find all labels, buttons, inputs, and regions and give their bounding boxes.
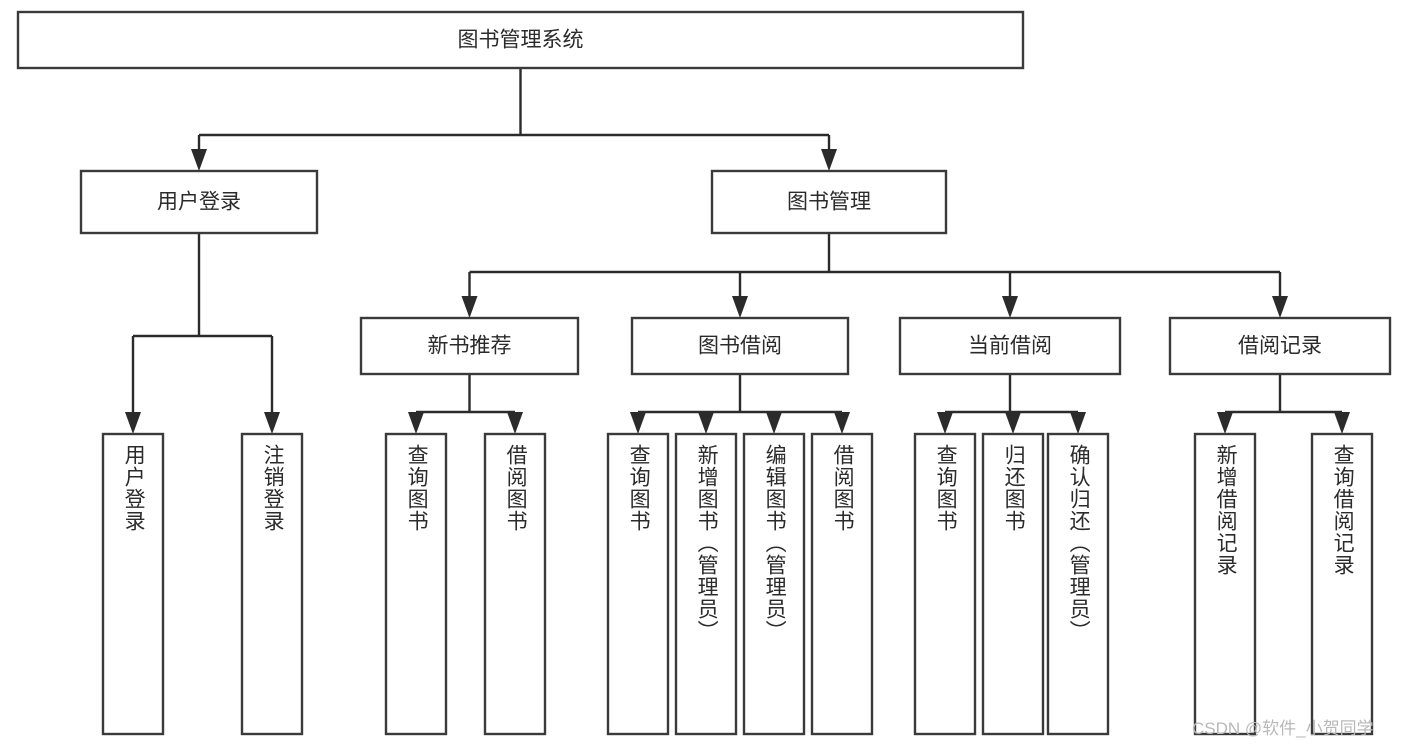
node-box-leaf-borrow-add-book[interactable] xyxy=(674,432,738,736)
arrow-head-icon xyxy=(834,412,850,434)
arrow-head-icon xyxy=(698,412,714,434)
node-box-leaf-borrow-query-book[interactable] xyxy=(606,432,670,736)
node-box-leaf-current-return-book[interactable] xyxy=(981,432,1045,736)
node-label-new-book-recommend: 新书推荐 xyxy=(428,335,512,358)
arrow-head-icon xyxy=(264,412,280,434)
node-box-leaf-current-confirm-return[interactable] xyxy=(1046,432,1110,736)
node-box-book-borrow[interactable] xyxy=(630,316,850,376)
node-box-user-login[interactable] xyxy=(79,169,319,235)
arrow-head-icon xyxy=(630,412,646,434)
node-box-leaf-current-query-book[interactable] xyxy=(913,432,977,736)
arrow-head-icon xyxy=(507,412,523,434)
arrow-head-icon xyxy=(408,412,424,434)
connectors-layer xyxy=(125,68,1350,434)
node-box-leaf-recommend-borrow-book[interactable] xyxy=(483,432,547,736)
node-box-leaf-user-login[interactable] xyxy=(101,432,165,736)
arrow-head-icon xyxy=(1070,412,1086,434)
arrow-head-icon xyxy=(191,149,207,171)
node-label-book-manage: 图书管理 xyxy=(787,191,871,214)
node-box-root[interactable] xyxy=(16,10,1025,70)
node-box-new-book-recommend[interactable] xyxy=(359,316,580,376)
node-box-leaf-recommend-query-book[interactable] xyxy=(384,432,448,736)
node-box-leaf-record-query-record[interactable] xyxy=(1310,432,1374,736)
arrow-head-icon xyxy=(766,412,782,434)
node-box-borrow-record[interactable] xyxy=(1168,316,1392,376)
watermark-text: CSDN @软件_小贺同学 xyxy=(1192,719,1374,738)
node-label-current-borrow: 当前借阅 xyxy=(968,335,1052,358)
node-label-book-borrow: 图书借阅 xyxy=(698,335,782,358)
node-box-leaf-borrow-borrow-book[interactable] xyxy=(810,432,874,736)
arrow-head-icon xyxy=(732,296,748,318)
boxes-layer xyxy=(16,10,1392,736)
node-label-user-login: 用户登录 xyxy=(157,191,241,214)
arrow-head-icon xyxy=(1334,412,1350,434)
node-box-book-manage[interactable] xyxy=(710,169,948,235)
node-box-leaf-user-logout[interactable] xyxy=(240,432,304,736)
arrow-head-icon xyxy=(461,296,478,318)
arrow-head-icon xyxy=(125,412,141,434)
arrow-head-icon xyxy=(937,412,953,434)
arrow-head-icon xyxy=(1002,296,1018,318)
arrow-head-icon xyxy=(1272,296,1288,318)
arrow-head-icon xyxy=(1005,412,1021,434)
arrow-head-icon xyxy=(1217,412,1233,434)
node-box-current-borrow[interactable] xyxy=(898,316,1122,376)
node-box-leaf-record-add-record[interactable] xyxy=(1193,432,1257,736)
node-box-leaf-borrow-edit-book[interactable] xyxy=(742,432,806,736)
node-label-borrow-record: 借阅记录 xyxy=(1238,335,1322,358)
arrow-head-icon xyxy=(821,149,837,171)
node-label-root: 图书管理系统 xyxy=(458,29,584,52)
